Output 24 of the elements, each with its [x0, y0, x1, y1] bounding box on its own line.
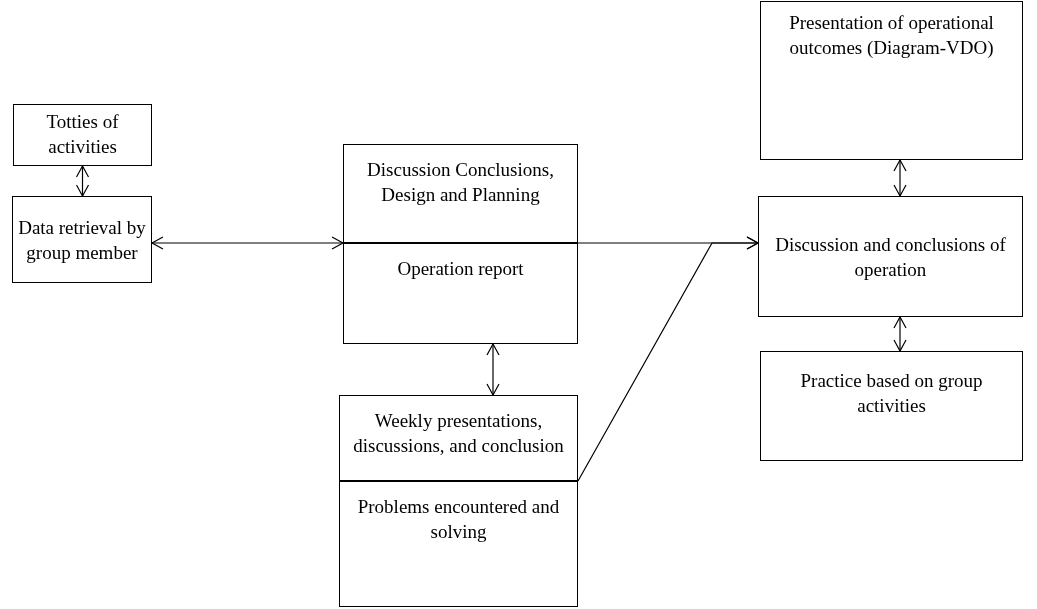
process-box — [760, 351, 1023, 461]
box-text: Practice based on group activities — [799, 369, 984, 418]
arrow — [893, 316, 907, 352]
box-text: Presentation of operational outcomes (Diagram-VDO) — [788, 11, 995, 60]
box-text: Discussion and conclusions of operation — [774, 232, 1007, 282]
arrow — [577, 236, 759, 482]
process-box — [339, 395, 578, 481]
process-box — [758, 196, 1023, 317]
process-box — [343, 144, 578, 243]
box-text: Data retrieval by group member — [17, 215, 147, 265]
process-box — [339, 481, 578, 607]
process-box — [343, 243, 578, 344]
arrow — [75, 165, 90, 197]
box-text: Discussion Conclusions, Design and Planning — [366, 158, 555, 207]
arrow — [486, 343, 500, 396]
arrow — [893, 159, 907, 197]
process-box — [13, 104, 152, 166]
arrow — [151, 236, 344, 250]
process-box — [12, 196, 152, 283]
process-box — [760, 1, 1023, 160]
box-text: Weekly presentations, discussions, and conclusion — [352, 409, 565, 458]
box-text: Totties of activities — [45, 110, 120, 159]
box-text: Problems encountered and solving — [356, 495, 561, 544]
box-text: Operation report — [397, 257, 524, 281]
